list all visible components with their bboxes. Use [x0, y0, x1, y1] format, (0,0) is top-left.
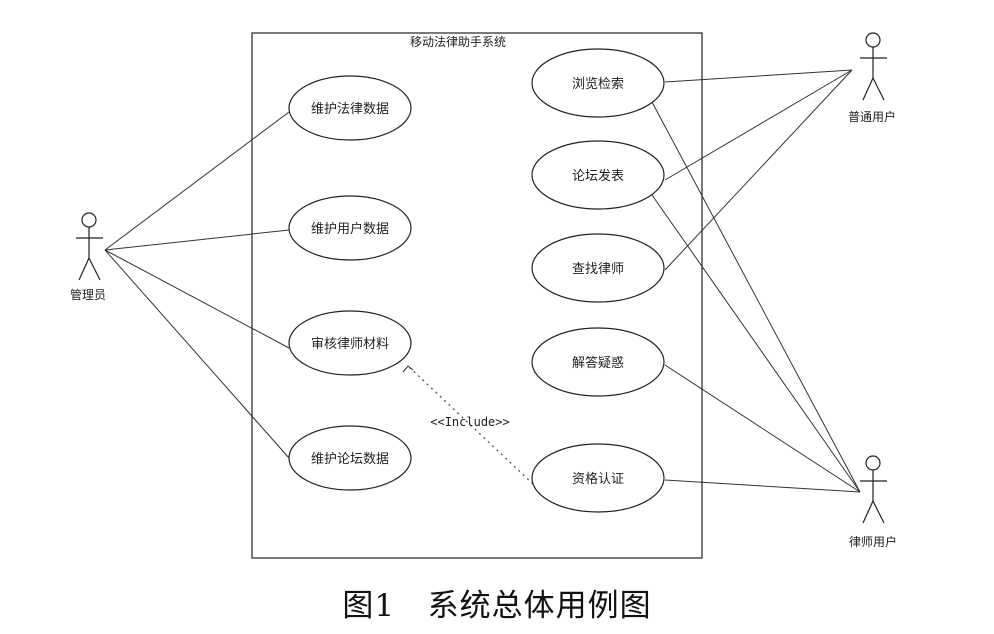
assoc-lawyer-forum: [651, 194, 861, 493]
assoc-admin-law: [104, 111, 290, 251]
actor-label: 普通用户: [848, 109, 896, 124]
stick-figure-icon: [860, 455, 887, 524]
actor-label: 律师用户: [849, 534, 897, 549]
use-case-ellipse: [288, 195, 412, 261]
use-case-label: 资格认证: [572, 471, 624, 487]
use-case-label: 解答疑惑: [572, 355, 624, 371]
assoc-user-browse: [664, 69, 853, 83]
use-case-review-lawyer-material: 审核律师材料: [288, 310, 412, 376]
assoc-lawyer-browse: [651, 101, 861, 493]
include-label: <<Include>>: [430, 415, 509, 429]
use-case-ellipse: [531, 327, 665, 397]
system-boundary: [251, 32, 703, 559]
use-case-label: 查找律师: [572, 262, 624, 277]
use-case-label: 维护法律数据: [311, 102, 389, 117]
figure-number: 图1: [342, 588, 396, 624]
use-case-maintain-forum-data: 维护论坛数据: [288, 425, 412, 491]
use-case-answer-questions: 解答疑惑: [531, 327, 665, 397]
use-case-label: 维护论坛数据: [311, 452, 389, 467]
figure-title: 系统总体用例图: [427, 588, 652, 624]
figure-caption: 图1 系统总体用例图: [0, 580, 994, 625]
include-dependency: [407, 365, 534, 485]
use-case-ellipse: [531, 233, 665, 303]
use-case-label: 维护用户数据: [311, 221, 389, 237]
include-arrowhead: [402, 365, 414, 373]
stick-figure-icon: [76, 212, 103, 281]
use-case-qualification: 资格认证: [531, 443, 665, 513]
assoc-admin-review: [104, 249, 290, 349]
use-case-label: 论坛发表: [572, 168, 624, 184]
actor-user: 普通用户: [848, 32, 896, 124]
use-case-maintain-law-data: 维护法律数据: [288, 75, 412, 141]
use-case-browse-search: 浏览检索: [531, 48, 665, 118]
use-case-maintain-user-data: 维护用户数据: [288, 195, 412, 261]
actor-admin: 管理员: [70, 212, 106, 302]
assoc-admin-user: [104, 229, 290, 251]
associations: [104, 69, 861, 493]
use-case-forum-post: 论坛发表: [531, 140, 665, 210]
use-case-ellipse: [288, 310, 412, 376]
assoc-lawyer-qualification: [664, 479, 861, 493]
use-case-ellipse: [531, 140, 665, 210]
system-name: 移动法律助手系统: [410, 35, 506, 49]
use-case-ellipse: [531, 48, 665, 118]
actor-lawyer: 律师用户: [849, 455, 897, 549]
assoc-user-forum: [664, 69, 853, 181]
stick-figure-icon: [860, 32, 887, 101]
assoc-user-find: [664, 69, 853, 271]
assoc-admin-forum: [104, 249, 290, 459]
actor-label: 管理员: [70, 287, 106, 302]
use-case-ellipse: [288, 425, 412, 491]
use-case-find-lawyer: 查找律师: [531, 233, 665, 303]
assoc-lawyer-answer: [664, 364, 861, 493]
use-case-ellipse: [531, 443, 665, 513]
use-case-label: 浏览检索: [572, 76, 624, 92]
use-case-ellipse: [288, 75, 412, 141]
use-case-label: 审核律师材料: [311, 337, 389, 352]
